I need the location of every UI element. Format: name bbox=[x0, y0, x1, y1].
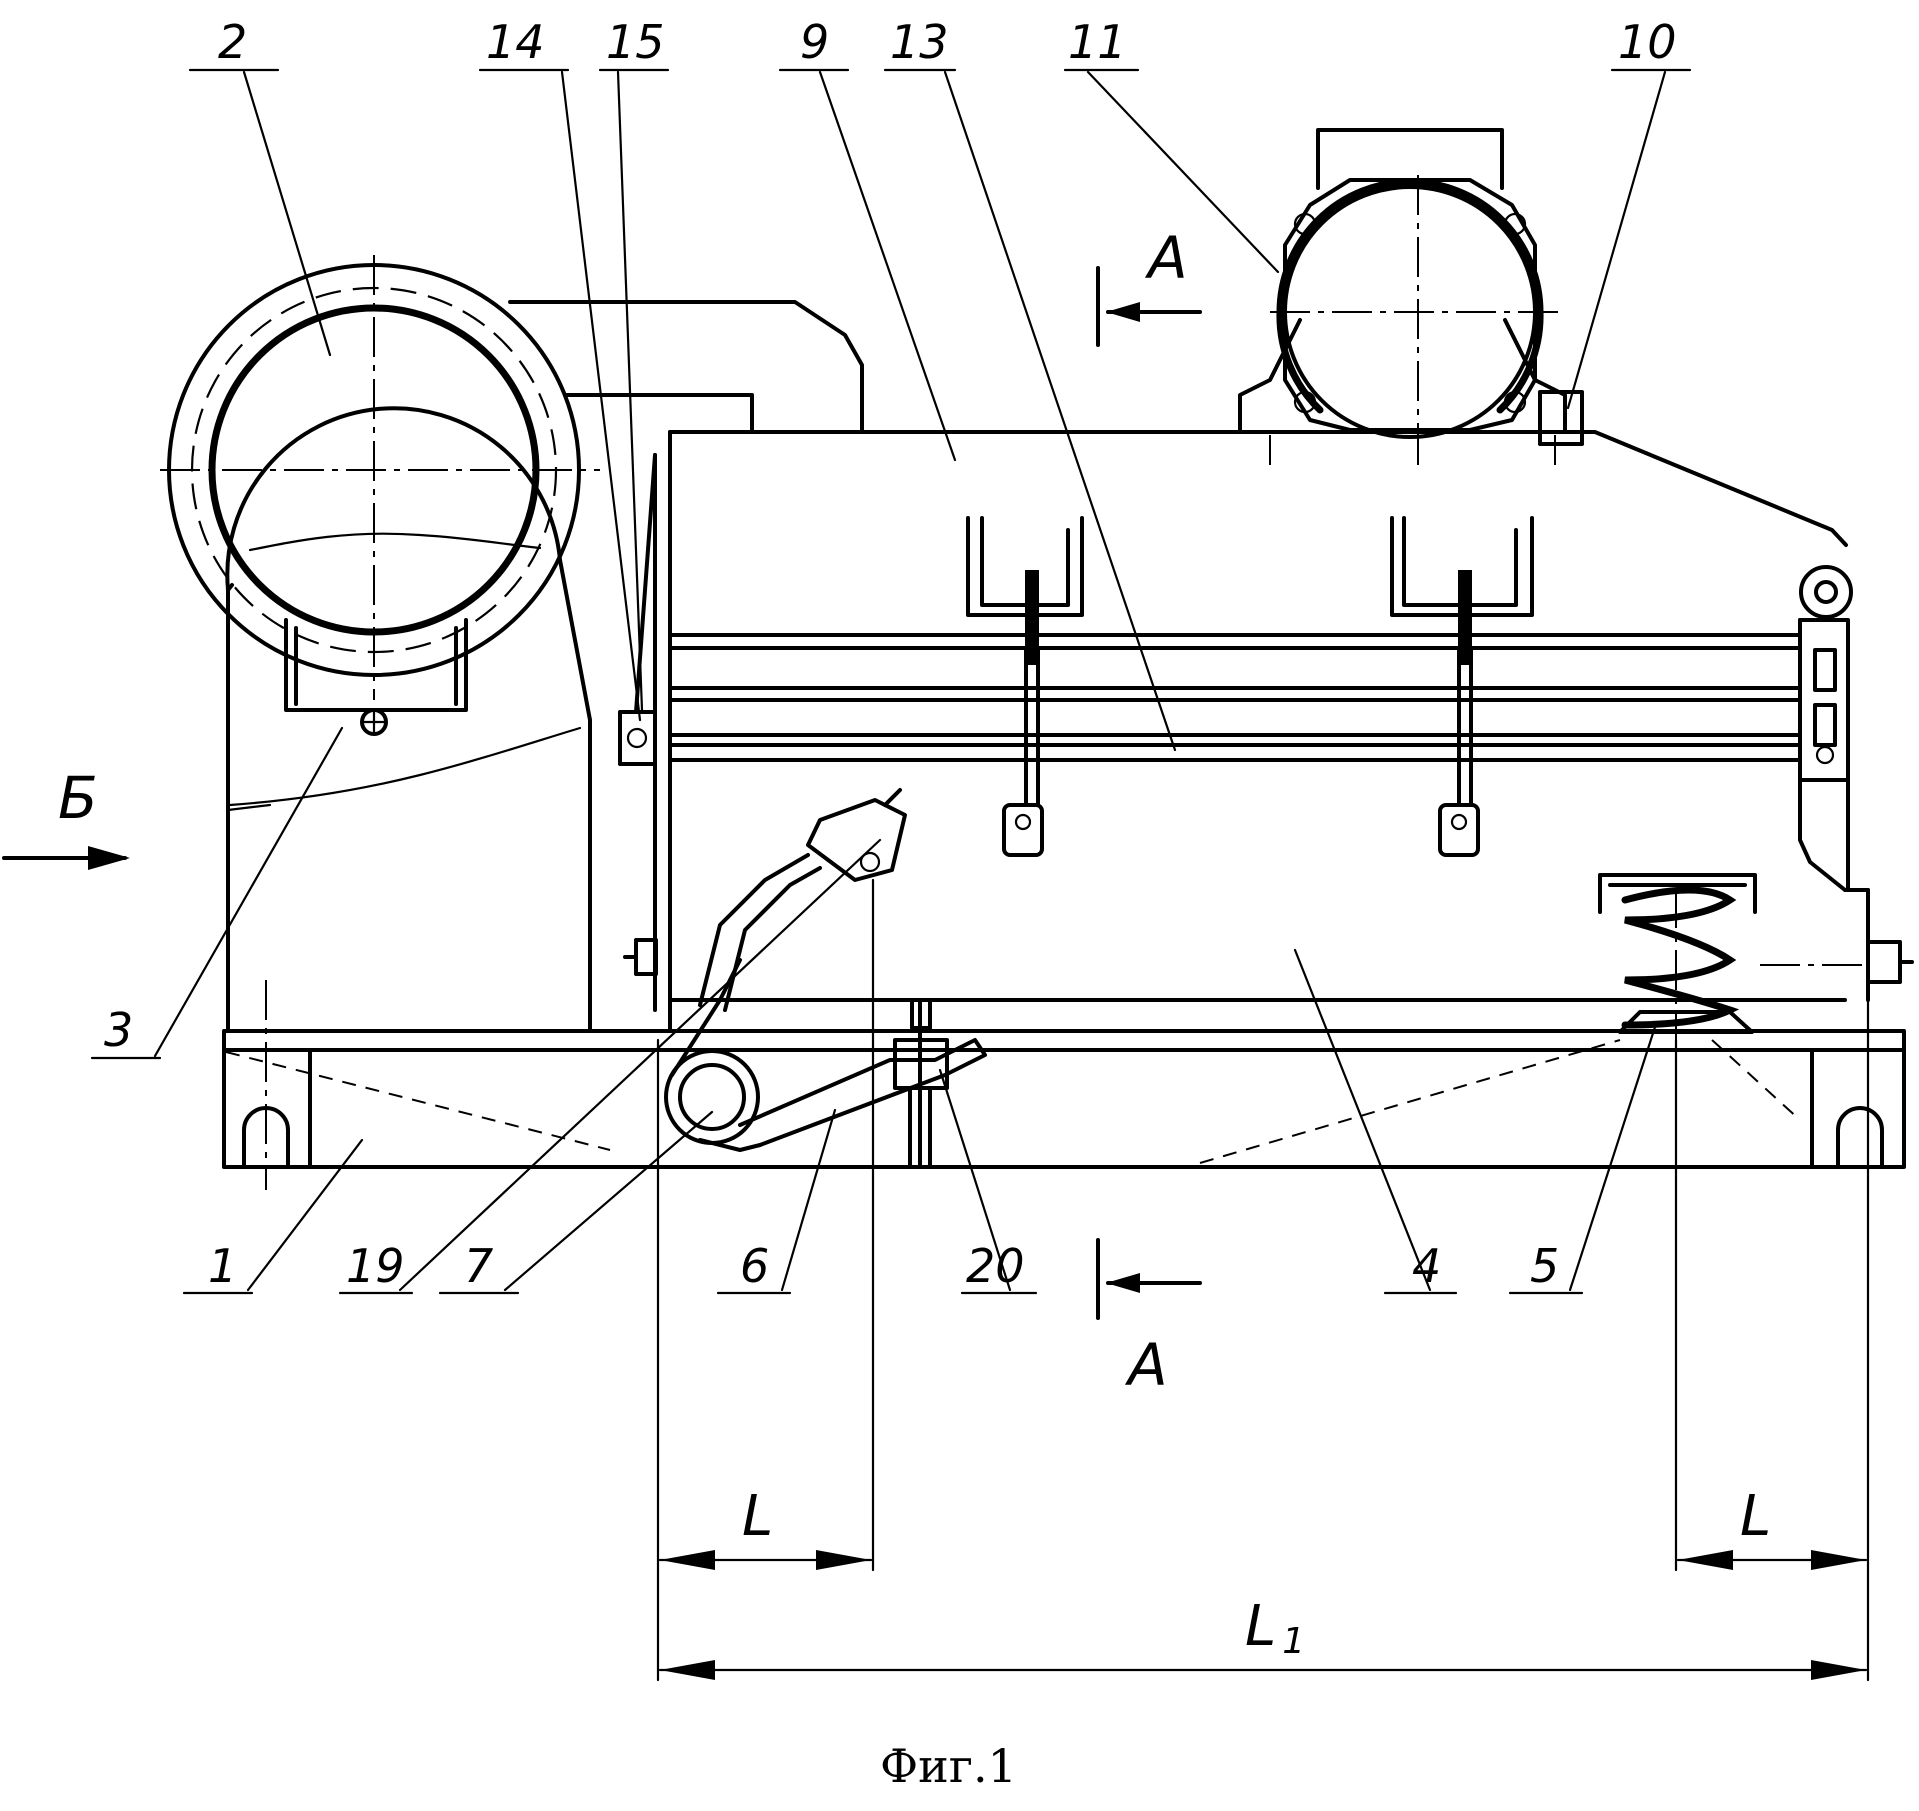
view-label-b: Б bbox=[58, 764, 98, 832]
dimension-l1-main: L bbox=[1245, 1594, 1276, 1659]
part-label-19: 19 bbox=[346, 1239, 405, 1293]
part-label-11: 11 bbox=[1068, 15, 1127, 69]
part-label-4: 4 bbox=[1412, 1239, 1441, 1293]
figure-caption: Фиг.1 bbox=[880, 1739, 1017, 1793]
vibromotor-11 bbox=[1240, 130, 1582, 444]
part-label-2: 2 bbox=[218, 15, 247, 69]
view-arrow-b: Б bbox=[4, 764, 130, 870]
part-label-1: 1 bbox=[208, 1239, 237, 1293]
section-mark-bottom: А bbox=[1098, 1240, 1200, 1399]
dimension-l1-sub: 1 bbox=[1282, 1621, 1305, 1662]
drum-housing bbox=[227, 408, 660, 1031]
part-label-20: 20 bbox=[966, 1239, 1025, 1293]
part-numbers: 2 14 15 9 13 11 10 3 1 19 7 6 20 4 5 bbox=[104, 15, 1677, 1293]
section-label-a-top: А bbox=[1144, 224, 1188, 292]
part-label-5: 5 bbox=[1530, 1239, 1559, 1293]
part-label-7: 7 bbox=[464, 1239, 493, 1293]
part-label-6: 6 bbox=[740, 1239, 769, 1293]
dimension-l1: L1 bbox=[1245, 1594, 1305, 1662]
section-mark-top: А bbox=[1098, 224, 1200, 345]
part-label-13: 13 bbox=[890, 15, 949, 69]
part-label-3: 3 bbox=[104, 1003, 133, 1057]
part-label-9: 9 bbox=[800, 15, 829, 69]
clamp-14-15 bbox=[620, 455, 656, 974]
hopper-3 bbox=[286, 620, 466, 734]
part-label-14: 14 bbox=[486, 15, 545, 69]
section-label-a-bottom: А bbox=[1124, 1331, 1168, 1399]
part-label-15: 15 bbox=[606, 15, 665, 69]
vibrating-box bbox=[655, 432, 1846, 1031]
dimension-l-right: L bbox=[1740, 1484, 1771, 1549]
part-label-10: 10 bbox=[1618, 15, 1677, 69]
right-support bbox=[1760, 567, 1912, 1000]
dimension-l-left: L bbox=[742, 1484, 773, 1549]
duct bbox=[510, 302, 862, 430]
leaders bbox=[92, 70, 1690, 1293]
spring-5 bbox=[1600, 875, 1755, 1040]
